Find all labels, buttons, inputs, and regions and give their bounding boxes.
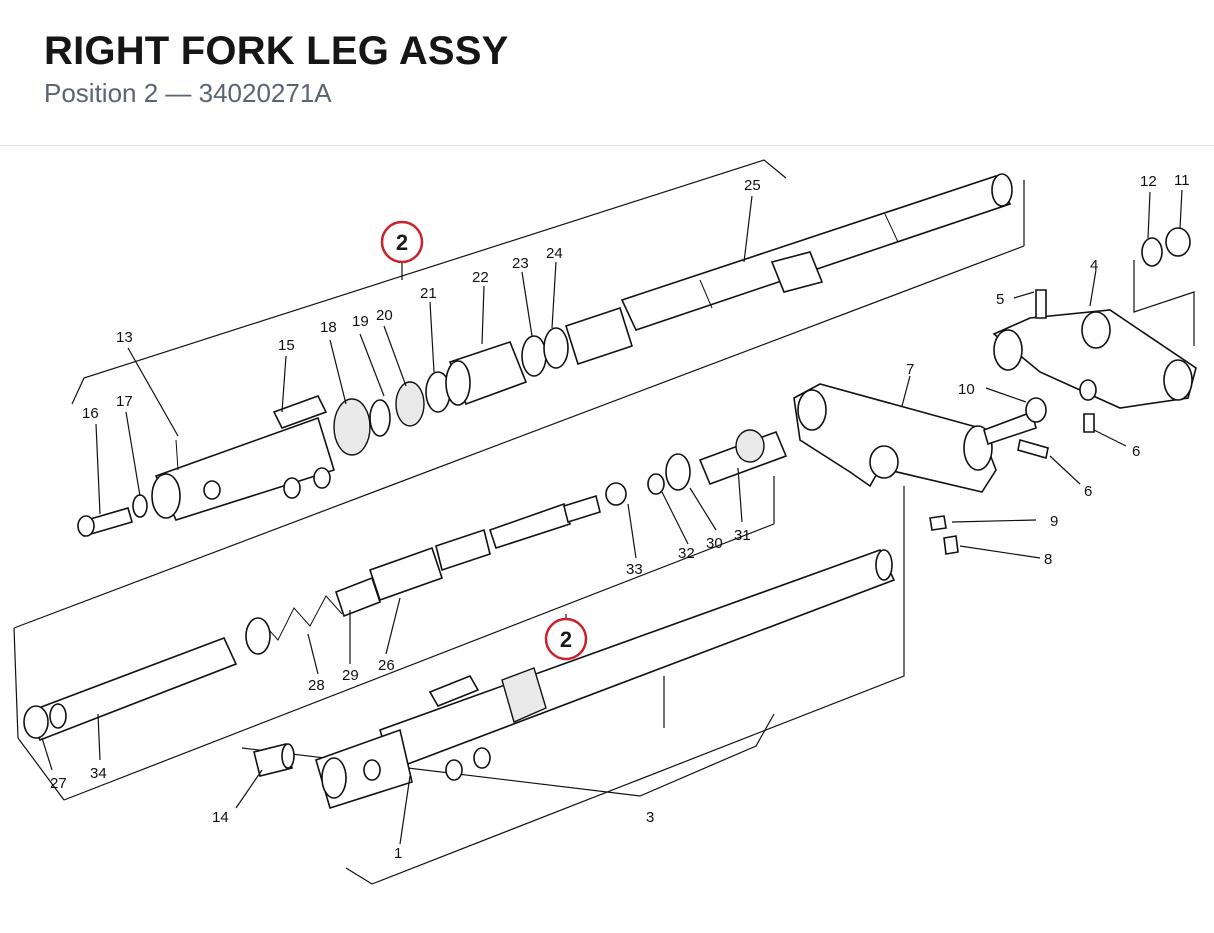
cartridge-parts-row-upper bbox=[333, 306, 633, 456]
part-label-4: 4 bbox=[1090, 257, 1098, 274]
callout-label-top: 2 bbox=[396, 230, 408, 255]
fork-bottom-upper-part bbox=[77, 395, 335, 537]
callout-label-bottom: 2 bbox=[560, 627, 572, 652]
part-label-23: 23 bbox=[512, 255, 529, 272]
triple-clamp-upper-part bbox=[992, 227, 1197, 433]
part-label-14: 14 bbox=[212, 809, 229, 826]
part-label-15: 15 bbox=[278, 337, 295, 354]
page-subtitle: Position 2 — 34020271A bbox=[44, 78, 332, 108]
part-label-20: 20 bbox=[376, 307, 393, 324]
part-label-13: 13 bbox=[116, 329, 133, 346]
part-label-17: 17 bbox=[116, 393, 133, 410]
part-label-21: 21 bbox=[420, 285, 437, 302]
part-label-7: 7 bbox=[906, 361, 914, 378]
part-label-6b: 6 bbox=[1084, 483, 1092, 500]
part-label-28: 28 bbox=[308, 677, 325, 694]
part-label-34: 34 bbox=[90, 765, 107, 782]
part-label-30: 30 bbox=[706, 535, 723, 552]
part-label-22: 22 bbox=[472, 269, 489, 286]
top-assembly-bracket bbox=[13, 159, 1025, 801]
part-label-11: 11 bbox=[1174, 172, 1190, 189]
part-label-19: 19 bbox=[352, 313, 369, 330]
part-label-16: 16 bbox=[82, 405, 99, 422]
page-title: RIGHT FORK LEG ASSY bbox=[44, 29, 509, 73]
part-label-6: 6 bbox=[1132, 443, 1140, 460]
lower-fork-leg-part bbox=[253, 548, 896, 810]
part-label-26: 26 bbox=[378, 657, 395, 674]
leader-lines bbox=[41, 189, 1183, 845]
part-label-9: 9 bbox=[1050, 513, 1058, 530]
cartridge-parts-row-lower bbox=[23, 429, 788, 742]
part-label-5: 5 bbox=[996, 291, 1004, 308]
part-label-27: 27 bbox=[50, 775, 67, 792]
part-label-31: 31 bbox=[734, 527, 751, 544]
part-label-32: 32 bbox=[678, 545, 695, 562]
part-label-10: 10 bbox=[958, 381, 975, 398]
part-label-25: 25 bbox=[744, 177, 761, 194]
part-label-3: 3 bbox=[646, 809, 654, 826]
part-label-8: 8 bbox=[1044, 551, 1052, 568]
header: RIGHT FORK LEG ASSY Position 2 — 3402027… bbox=[0, 0, 1214, 146]
part-label-18: 18 bbox=[320, 319, 337, 336]
callout-marker-top[interactable]: 2 bbox=[380, 220, 424, 264]
part-label-33: 33 bbox=[626, 561, 643, 578]
upper-tube-part bbox=[620, 173, 1013, 331]
triple-clamp-lower-part bbox=[793, 383, 1049, 555]
callout-marker-bottom[interactable]: 2 bbox=[544, 617, 588, 661]
part-label-29: 29 bbox=[342, 667, 359, 684]
part-label-12: 12 bbox=[1140, 173, 1157, 190]
part-label-1: 1 bbox=[394, 845, 402, 862]
part-number-labels: 13 15 18 19 20 21 22 23 24 25 16 17 27 3… bbox=[50, 172, 1190, 862]
part-label-24: 24 bbox=[546, 245, 563, 262]
